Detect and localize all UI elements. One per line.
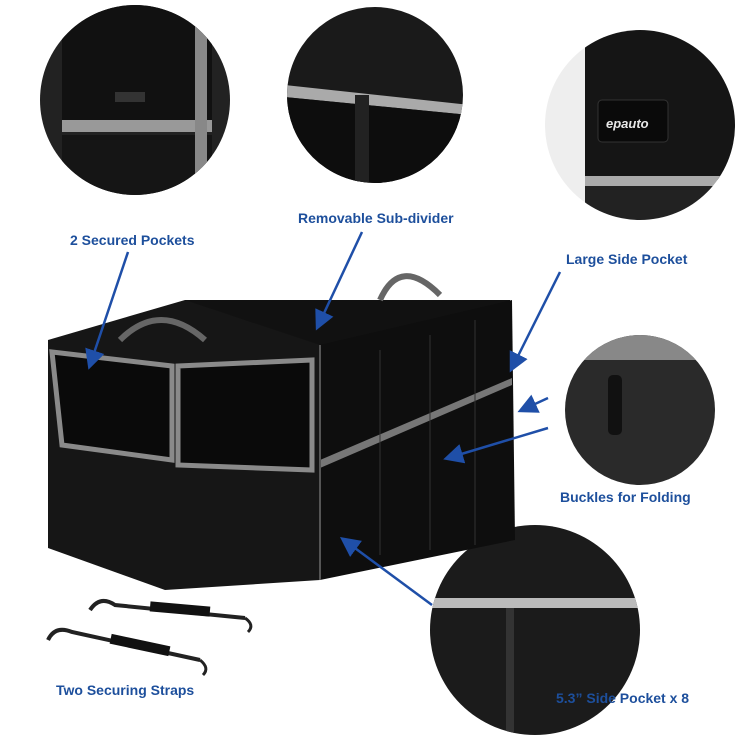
detail-mesh-pocket-image — [430, 525, 640, 735]
arrow-buckle-2 — [443, 426, 549, 464]
callout-side-pockets: 5.3” Side Pocket x 8 — [556, 690, 690, 706]
callout-large-side-pocket: Large Side Pocket — [566, 251, 688, 267]
arrow-subdivider — [315, 231, 364, 331]
arrow-mesh-pocket — [339, 537, 433, 607]
detail-pockets-image — [40, 5, 230, 195]
detail-buckle-image — [565, 335, 715, 485]
callout-sub-divider: Removable Sub-divider — [298, 210, 454, 226]
arrow-pockets — [85, 251, 130, 370]
arrow-buckle — [517, 394, 549, 413]
brand-logo: epauto — [606, 116, 649, 131]
trunk-organizer-image — [48, 273, 515, 590]
securing-straps-image — [46, 599, 253, 677]
callout-buckles: Buckles for Folding — [560, 489, 691, 505]
detail-subdivider-image — [287, 7, 463, 183]
arrow-side-pocket — [509, 271, 562, 373]
callout-straps: Two Securing Straps — [56, 682, 195, 698]
detail-side-pocket-image — [545, 30, 735, 220]
callout-secured-pockets: 2 Secured Pockets — [70, 232, 195, 248]
